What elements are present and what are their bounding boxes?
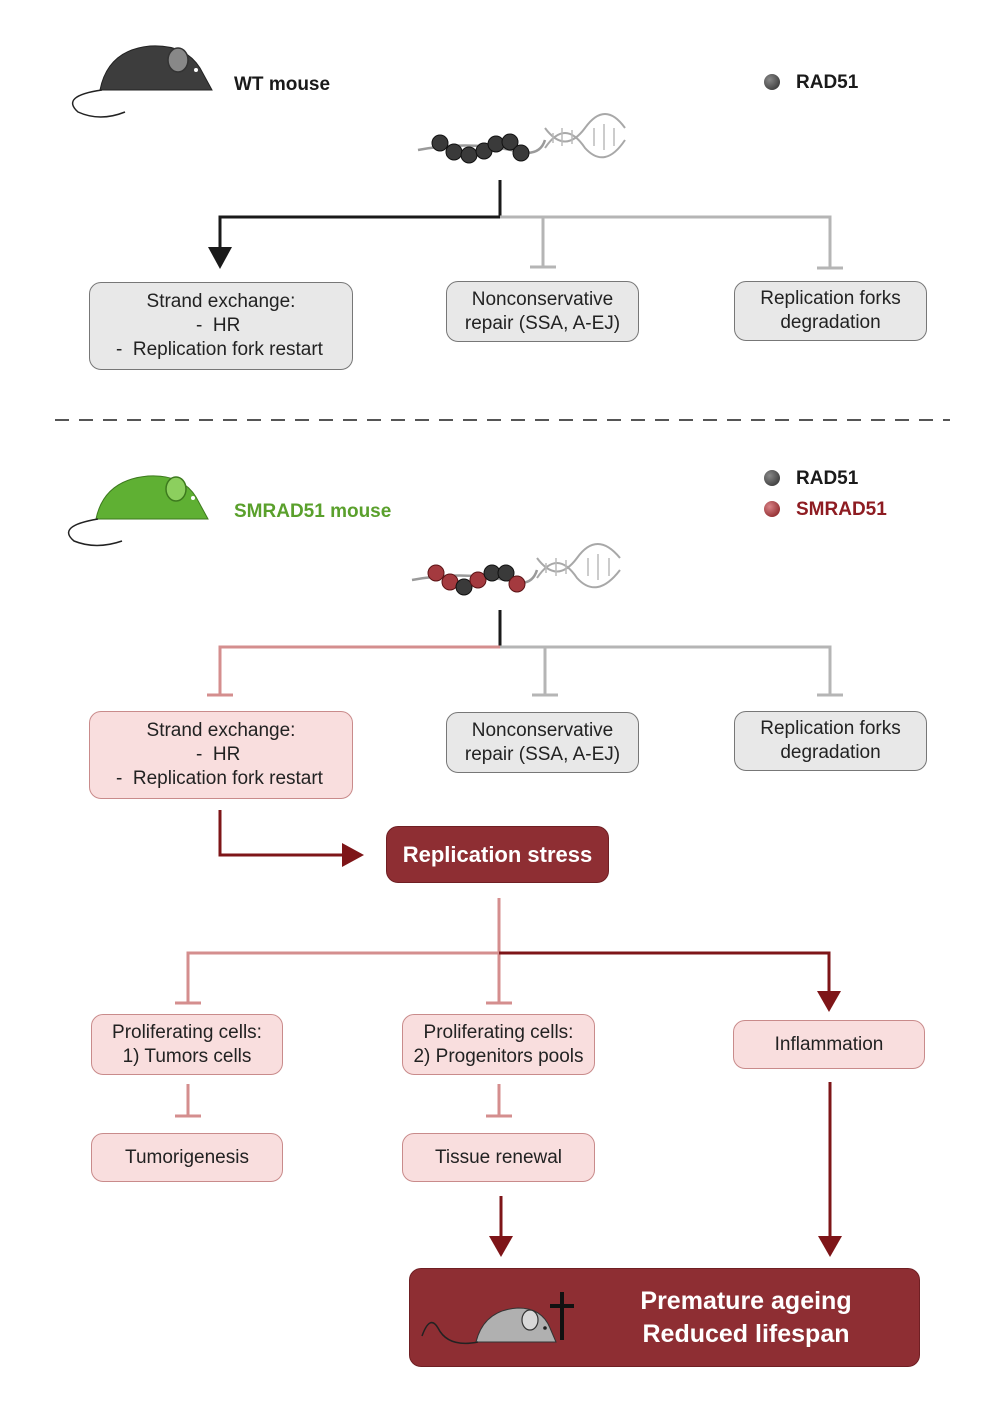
dna-rad51-filament-icon [417,113,626,164]
aged-mouse-cross-icon [421,1291,574,1344]
top-fork-degradation-box: Replication forks degradation [734,281,927,341]
bottom-connectors [207,610,843,697]
outcome-box: Premature ageing Reduced lifespan [409,1268,920,1367]
noncons-line1-bottom: Nonconservative [471,719,614,741]
arrow-head-strand [208,247,232,269]
smrad51-mouse-label: SMRAD51 mouse [234,501,392,522]
top-strand-exchange-box: Strand exchange: - HR - Replication fork… [89,282,353,370]
bottom-strand-exchange-box: Strand exchange: - HR - Replication fork… [89,711,353,799]
forks-line2-bottom: degradation [780,742,881,763]
noncons-line2-bottom: repair (SSA, A-EJ) [464,743,621,765]
legend-rad51-dot-top [764,74,780,90]
strand-exchange-item-fork-restart: - Replication fork restart [116,339,323,360]
smrad51-mouse-icon [68,475,209,547]
forks-line1: Replication forks [760,288,901,309]
tissue-renewal-box: Tissue renewal [402,1133,595,1182]
top-nonconservative-repair-box: Nonconservative repair (SSA, A-EJ) [446,281,639,342]
noncons-line1: Nonconservative [471,288,614,310]
prolif1-line1: Proliferating cells: [112,1021,262,1043]
inflammation-box: Inflammation [733,1020,925,1069]
replication-stress-box: Replication stress [386,826,609,883]
bottom-fork-degradation-box: Replication forks degradation [734,711,927,771]
arrow-strand-to-stress [218,810,364,867]
prolif1-line2: 1) Tumors cells [122,1045,252,1067]
noncons-line2: repair (SSA, A-EJ) [464,312,621,334]
legend-rad51-label-top: RAD51 [796,72,859,93]
strand-exchange-item-fork-restart-bottom: - Replication fork restart [116,768,323,789]
legend-smrad51-dot [764,501,780,517]
legend-smrad51-label: SMRAD51 [796,499,887,520]
top-connectors [208,180,843,270]
strand-exchange-item-hr: - HR [196,315,241,336]
prolif2-line2: 2) Progenitors pools [413,1045,584,1067]
wt-mouse-label: WT mouse [234,74,331,95]
outcome-line1: Premature ageing [640,1287,852,1315]
forks-line1-bottom: Replication forks [760,718,901,739]
forks-line2: degradation [780,312,881,333]
outcome-line2: Reduced lifespan [642,1320,850,1348]
dna-smrad51-filament-icon [411,543,621,596]
stress-connectors [175,898,842,1257]
legend-rad51-dot [764,470,780,486]
bottom-nonconservative-repair-box: Nonconservative repair (SSA, A-EJ) [446,712,639,773]
strand-exchange-item-hr-bottom: - HR [196,744,241,765]
tumorigenesis-box: Tumorigenesis [91,1133,283,1182]
wt-mouse-icon [72,45,213,118]
strand-exchange-title-bottom: Strand exchange: [146,720,296,741]
proliferating-progenitors-box: Proliferating cells: 2) Progenitors pool… [402,1014,595,1075]
prolif2-line1: Proliferating cells: [423,1021,574,1043]
legend-rad51-label: RAD51 [796,468,859,489]
strand-exchange-title: Strand exchange: [146,291,296,312]
outcome-text: Premature ageing Reduced lifespan [600,1285,892,1351]
proliferating-tumor-cells-box: Proliferating cells: 1) Tumors cells [91,1014,283,1075]
